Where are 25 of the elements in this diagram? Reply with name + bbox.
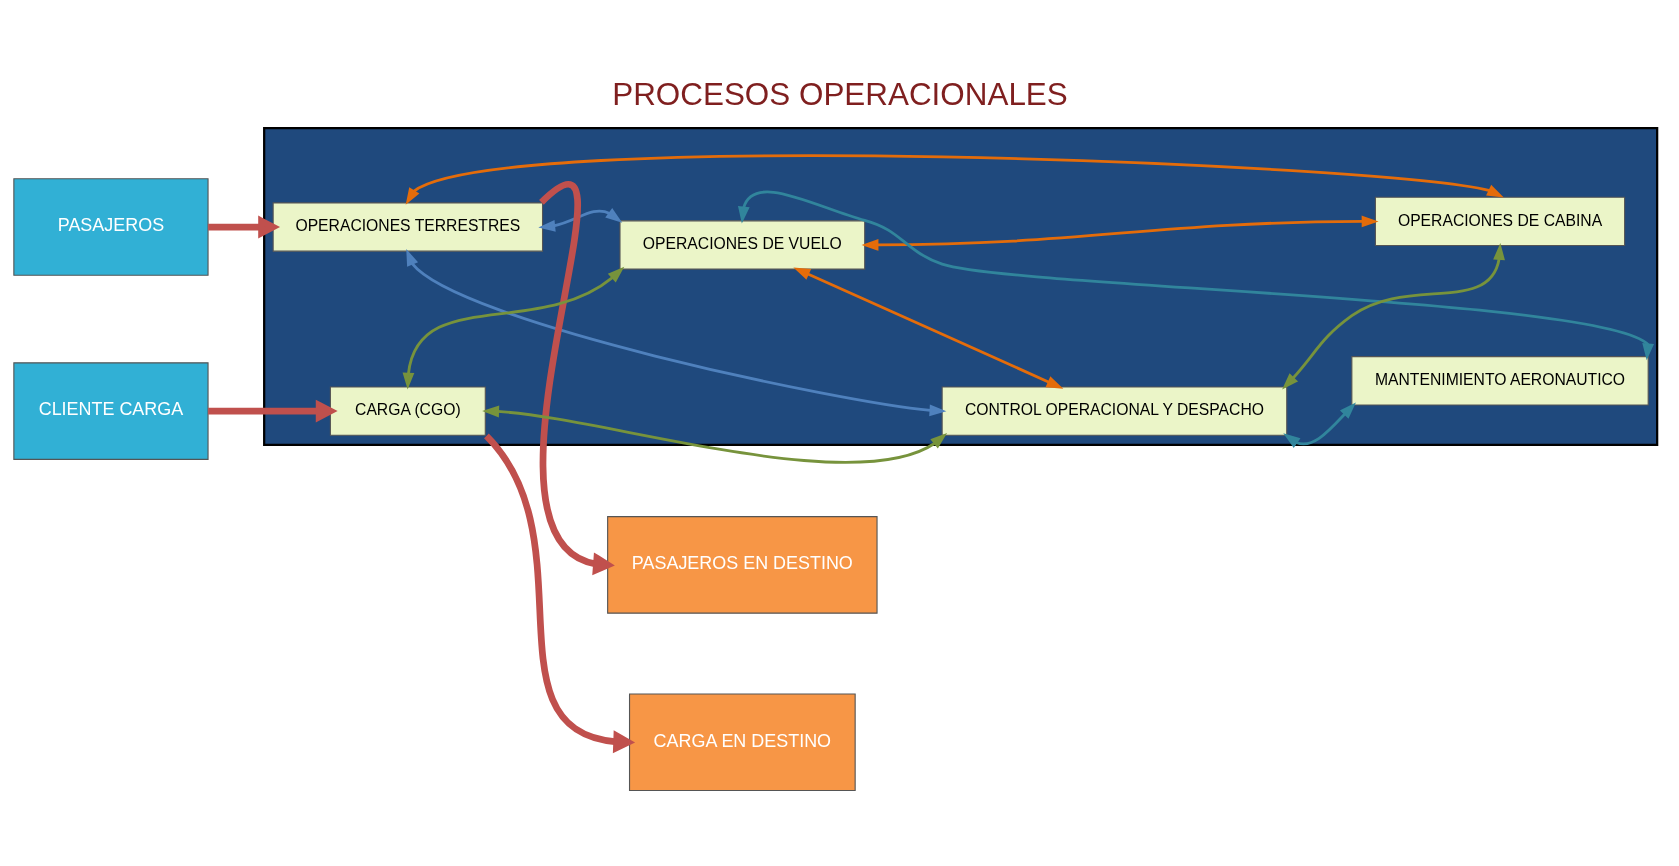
node-box: CARGA (CGO) (329, 386, 486, 436)
arrow (405, 248, 946, 417)
node-box: CARGA EN DESTINO (628, 693, 856, 792)
arrow (537, 208, 622, 232)
arrow (402, 266, 624, 390)
node-box: OPERACIONES DE CABINA (1374, 196, 1625, 247)
node-box: OPERACIONES DE VUELO (618, 220, 865, 270)
node-box: MANTENIMIENTO AERONAUTICO (1350, 356, 1649, 406)
arrow (207, 399, 338, 423)
node-box: CONTROL OPERACIONAL Y DESPACHO (941, 386, 1287, 436)
arrow (538, 182, 615, 576)
node-box: PASAJEROS EN DESTINO (606, 516, 878, 614)
node-box: OPERACIONES TERRESTRES (272, 202, 543, 252)
arrow (737, 190, 1654, 361)
arrow (1282, 402, 1356, 448)
arrow (792, 267, 1063, 389)
arrow (405, 154, 1504, 205)
arrow (483, 433, 635, 754)
node-box: PASAJEROS (12, 178, 209, 276)
arrow (207, 215, 280, 239)
arrow (481, 405, 947, 464)
arrow (861, 215, 1379, 251)
node-box: CLIENTE CARGA (12, 362, 209, 460)
arrow (1281, 243, 1505, 390)
diagram-title: PROCESOS OPERACIONALES (611, 77, 1068, 113)
